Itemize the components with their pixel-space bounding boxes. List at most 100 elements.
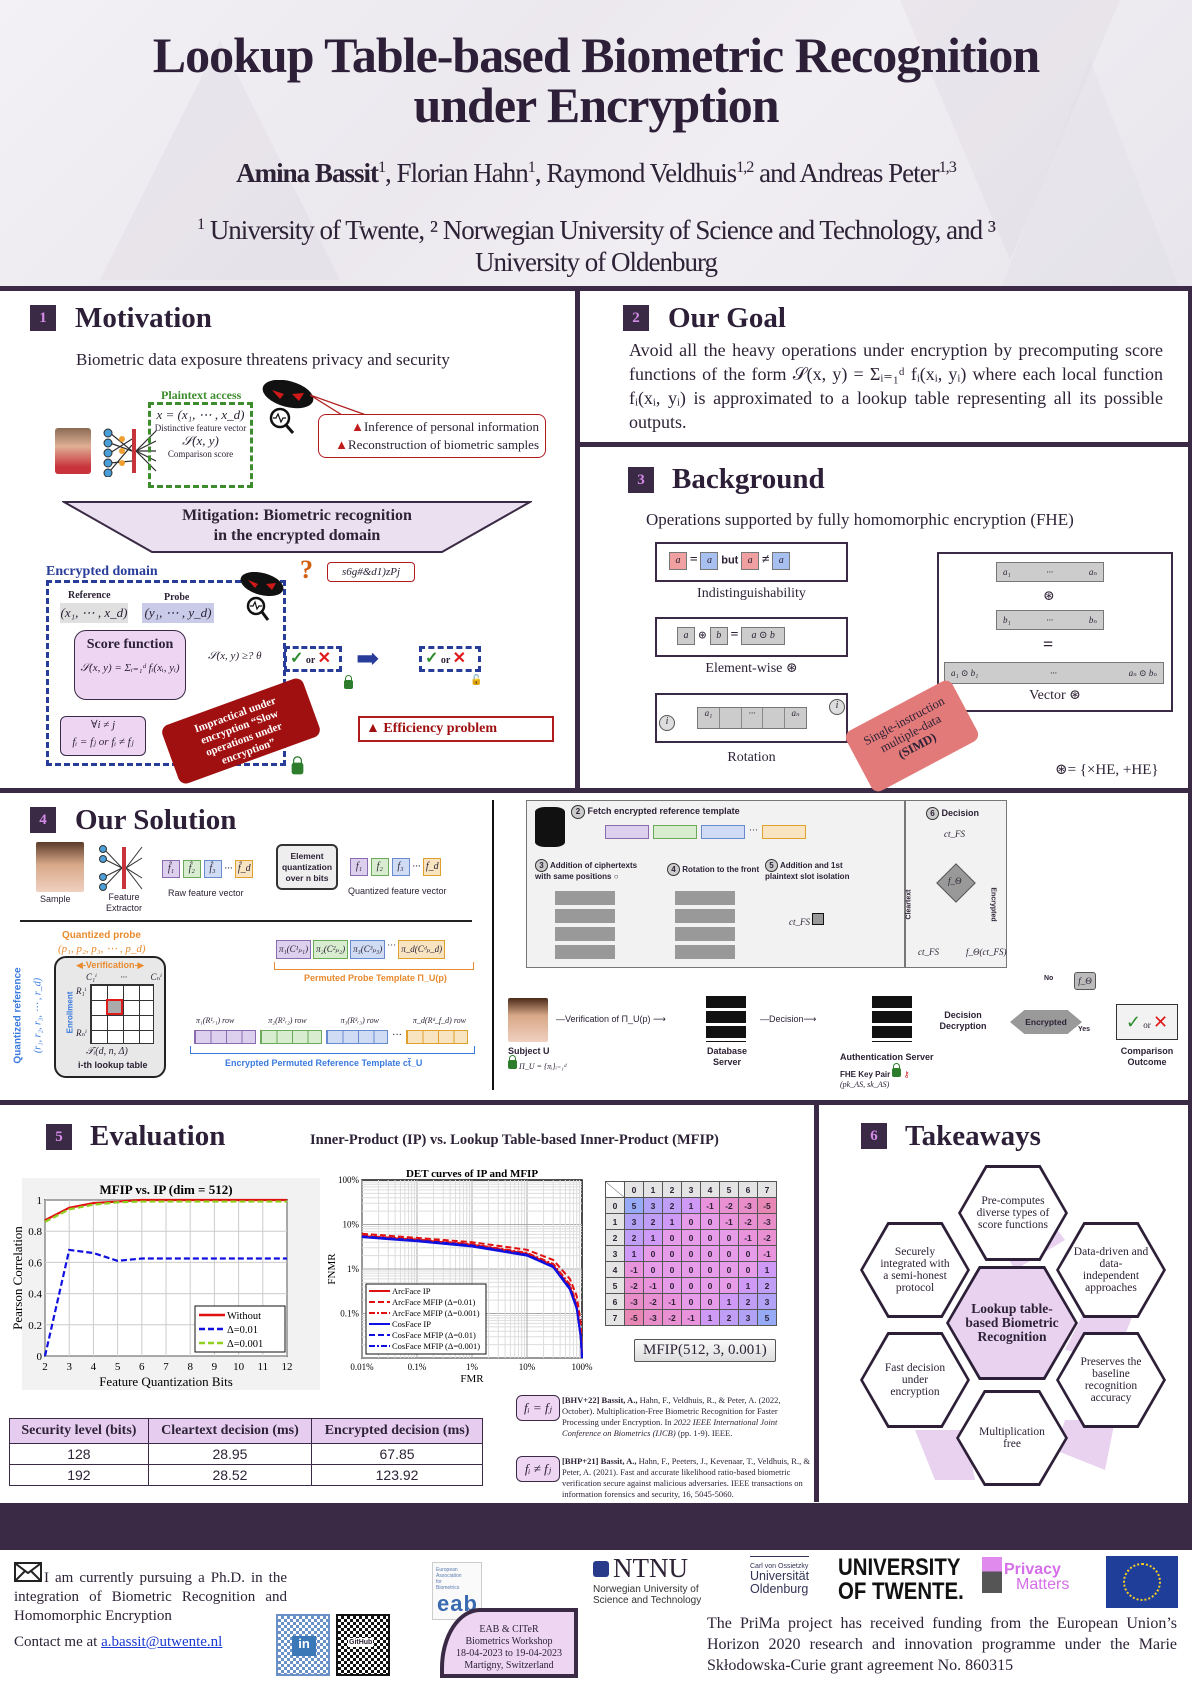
x-tick-label: 0.01% xyxy=(350,1362,374,1372)
warning-icon: ▲ xyxy=(351,419,364,434)
row-header: 0 xyxy=(605,1197,625,1214)
table-cell: -2 xyxy=(738,1213,758,1230)
section-number: 6 xyxy=(861,1123,887,1149)
poster-title-line2: under Encryption xyxy=(413,77,779,133)
table-corner xyxy=(605,1181,625,1198)
email-link[interactable]: a.bassit@utwente.nl xyxy=(101,1634,223,1650)
linkedin-qr-code[interactable]: in xyxy=(276,1614,330,1676)
table-cell: 0 xyxy=(738,1245,758,1262)
table-cell: 0 xyxy=(681,1293,701,1310)
chart-title: DET curves of IP and MFIP xyxy=(406,1168,538,1180)
funding-statement: The PriMa project has received funding f… xyxy=(707,1615,1177,1674)
rotated-ciphertext-stack xyxy=(675,891,735,963)
x-tick-label: 10% xyxy=(519,1362,536,1372)
indistinguishability-label: Indistinguishability xyxy=(697,586,806,601)
chart-title: MFIP vs. IP (dim = 512) xyxy=(99,1182,232,1197)
table-cell: -2 xyxy=(719,1197,739,1214)
table-cell: 1 xyxy=(624,1245,644,1262)
neural-network-icon xyxy=(103,428,157,477)
legend-label: CosFace IP xyxy=(392,1319,431,1329)
rotation-box: a₁···aₙ i i xyxy=(655,693,848,743)
row-header: 6 xyxy=(605,1293,625,1310)
subject-photo xyxy=(508,998,548,1042)
det-curve-chart: 0.01%0.1%1%10%100%0.1%1%10%100%DET curve… xyxy=(326,1168,593,1385)
table-cell: 0 xyxy=(681,1245,701,1262)
divider xyxy=(814,1102,819,1502)
extractor-label: Feature Extractor xyxy=(105,892,142,913)
table-cell: 2 xyxy=(643,1213,663,1230)
x-tick-label: 4 xyxy=(91,1361,97,1373)
performance-table: Security level (bits) Cleartext decision… xyxy=(9,1418,483,1486)
table-cell: -1 xyxy=(719,1213,739,1230)
author-list: Amina Bassit1, Florian Hahn1, Raymond Ve… xyxy=(236,158,957,188)
legend-label: CosFace MFIP (Δ=0.01) xyxy=(392,1330,476,1340)
x-tick-label: 12 xyxy=(282,1361,293,1373)
table-cell: 0 xyxy=(681,1229,701,1246)
author-name: Andreas Peter xyxy=(799,158,939,188)
section-title: Evaluation xyxy=(90,1120,226,1152)
ntnu-logo: NTNU Norwegian University of Science and… xyxy=(593,1553,702,1606)
table-cell: 1 xyxy=(757,1261,777,1278)
x-tick-label: 3 xyxy=(66,1361,72,1373)
table-cell: 0 xyxy=(662,1261,682,1278)
attacker-icon xyxy=(262,380,314,434)
table-cell: -2 xyxy=(624,1277,644,1294)
table-cell: -1 xyxy=(757,1245,777,1262)
mfip-parameters-label: MFIP(512, 3, 0.001) xyxy=(634,1339,776,1362)
table-cell: -3 xyxy=(643,1309,663,1326)
section-number: 5 xyxy=(46,1124,72,1150)
raw-feature-vector: f̂₁ f̂₂ f̂₃ ··· f̂_d xyxy=(162,860,254,878)
table-cell: 1 xyxy=(738,1277,758,1294)
table-cell: 1 xyxy=(662,1213,682,1230)
feature-extractor-icon xyxy=(99,845,143,891)
divider xyxy=(20,920,472,922)
divider xyxy=(578,442,1192,447)
row-header: 2 xyxy=(605,1229,625,1246)
x-tick-label: 2 xyxy=(42,1361,48,1373)
x-tick-label: 10 xyxy=(233,1361,245,1373)
x-tick-label: 11 xyxy=(258,1361,269,1373)
rotate-index-icon: i xyxy=(659,715,675,731)
table-cell: 0 xyxy=(700,1293,720,1310)
x-tick-label: 1% xyxy=(466,1362,479,1372)
table-cell: 2 xyxy=(624,1229,644,1246)
table-cell: 5 xyxy=(757,1309,777,1326)
row-header: 5 xyxy=(605,1277,625,1294)
reference-label: Reference xyxy=(68,590,111,601)
table-cell: -5 xyxy=(624,1309,644,1326)
column-header: 1 xyxy=(643,1181,663,1198)
privacy-matters-logo: Privacy Matters xyxy=(1004,1561,1070,1593)
divider xyxy=(0,788,1192,793)
rotate-index-icon: i xyxy=(829,699,845,715)
column-header: 0 xyxy=(624,1181,644,1198)
vector-op-box: a₁···aₙ ⊛ b₁···bₙ = a₁ ⊙ b₁···aₙ ⊙ bₙ xyxy=(937,552,1173,712)
cross-icon: ✕ xyxy=(317,650,332,667)
bracket xyxy=(274,962,474,970)
probe-vector: (y₁, ⋯ , y_d) xyxy=(142,603,214,623)
warning-icon: ▲ xyxy=(366,721,380,736)
table-cell: 0 xyxy=(662,1229,682,1246)
database-server-label: Database Server xyxy=(706,1046,748,1067)
x-axis-label: Feature Quantization Bits xyxy=(99,1374,233,1389)
bracket xyxy=(190,1046,475,1054)
reference-tag: fᵢ ≠ fⱼ xyxy=(516,1456,560,1482)
table-cell: -1 xyxy=(738,1229,758,1246)
comparison-outcome-label: Comparison Outcome xyxy=(1120,1046,1174,1067)
lock-icon xyxy=(291,756,304,775)
motivation-subtitle: Biometric data exposure threatens privac… xyxy=(76,350,450,369)
decrypted-decision-box: ✓ or ✕ xyxy=(419,646,481,672)
section-title: Takeaways xyxy=(905,1120,1041,1152)
column-header: 2 xyxy=(662,1181,682,1198)
workshop-badge: EAB & CITeR Biometrics Workshop 18-04-20… xyxy=(440,1608,578,1678)
x-tick-label: 6 xyxy=(139,1361,145,1373)
table-cell: -3 xyxy=(624,1293,644,1310)
quantization-box: Element quantization over n bits xyxy=(276,844,338,890)
ciphertext-stack xyxy=(555,891,615,963)
author-name: Raymond Veldhuis xyxy=(546,158,737,188)
github-qr-code[interactable]: GitHub xyxy=(336,1614,390,1676)
divider xyxy=(492,800,494,1090)
question-mark-icon: ? xyxy=(300,555,313,584)
